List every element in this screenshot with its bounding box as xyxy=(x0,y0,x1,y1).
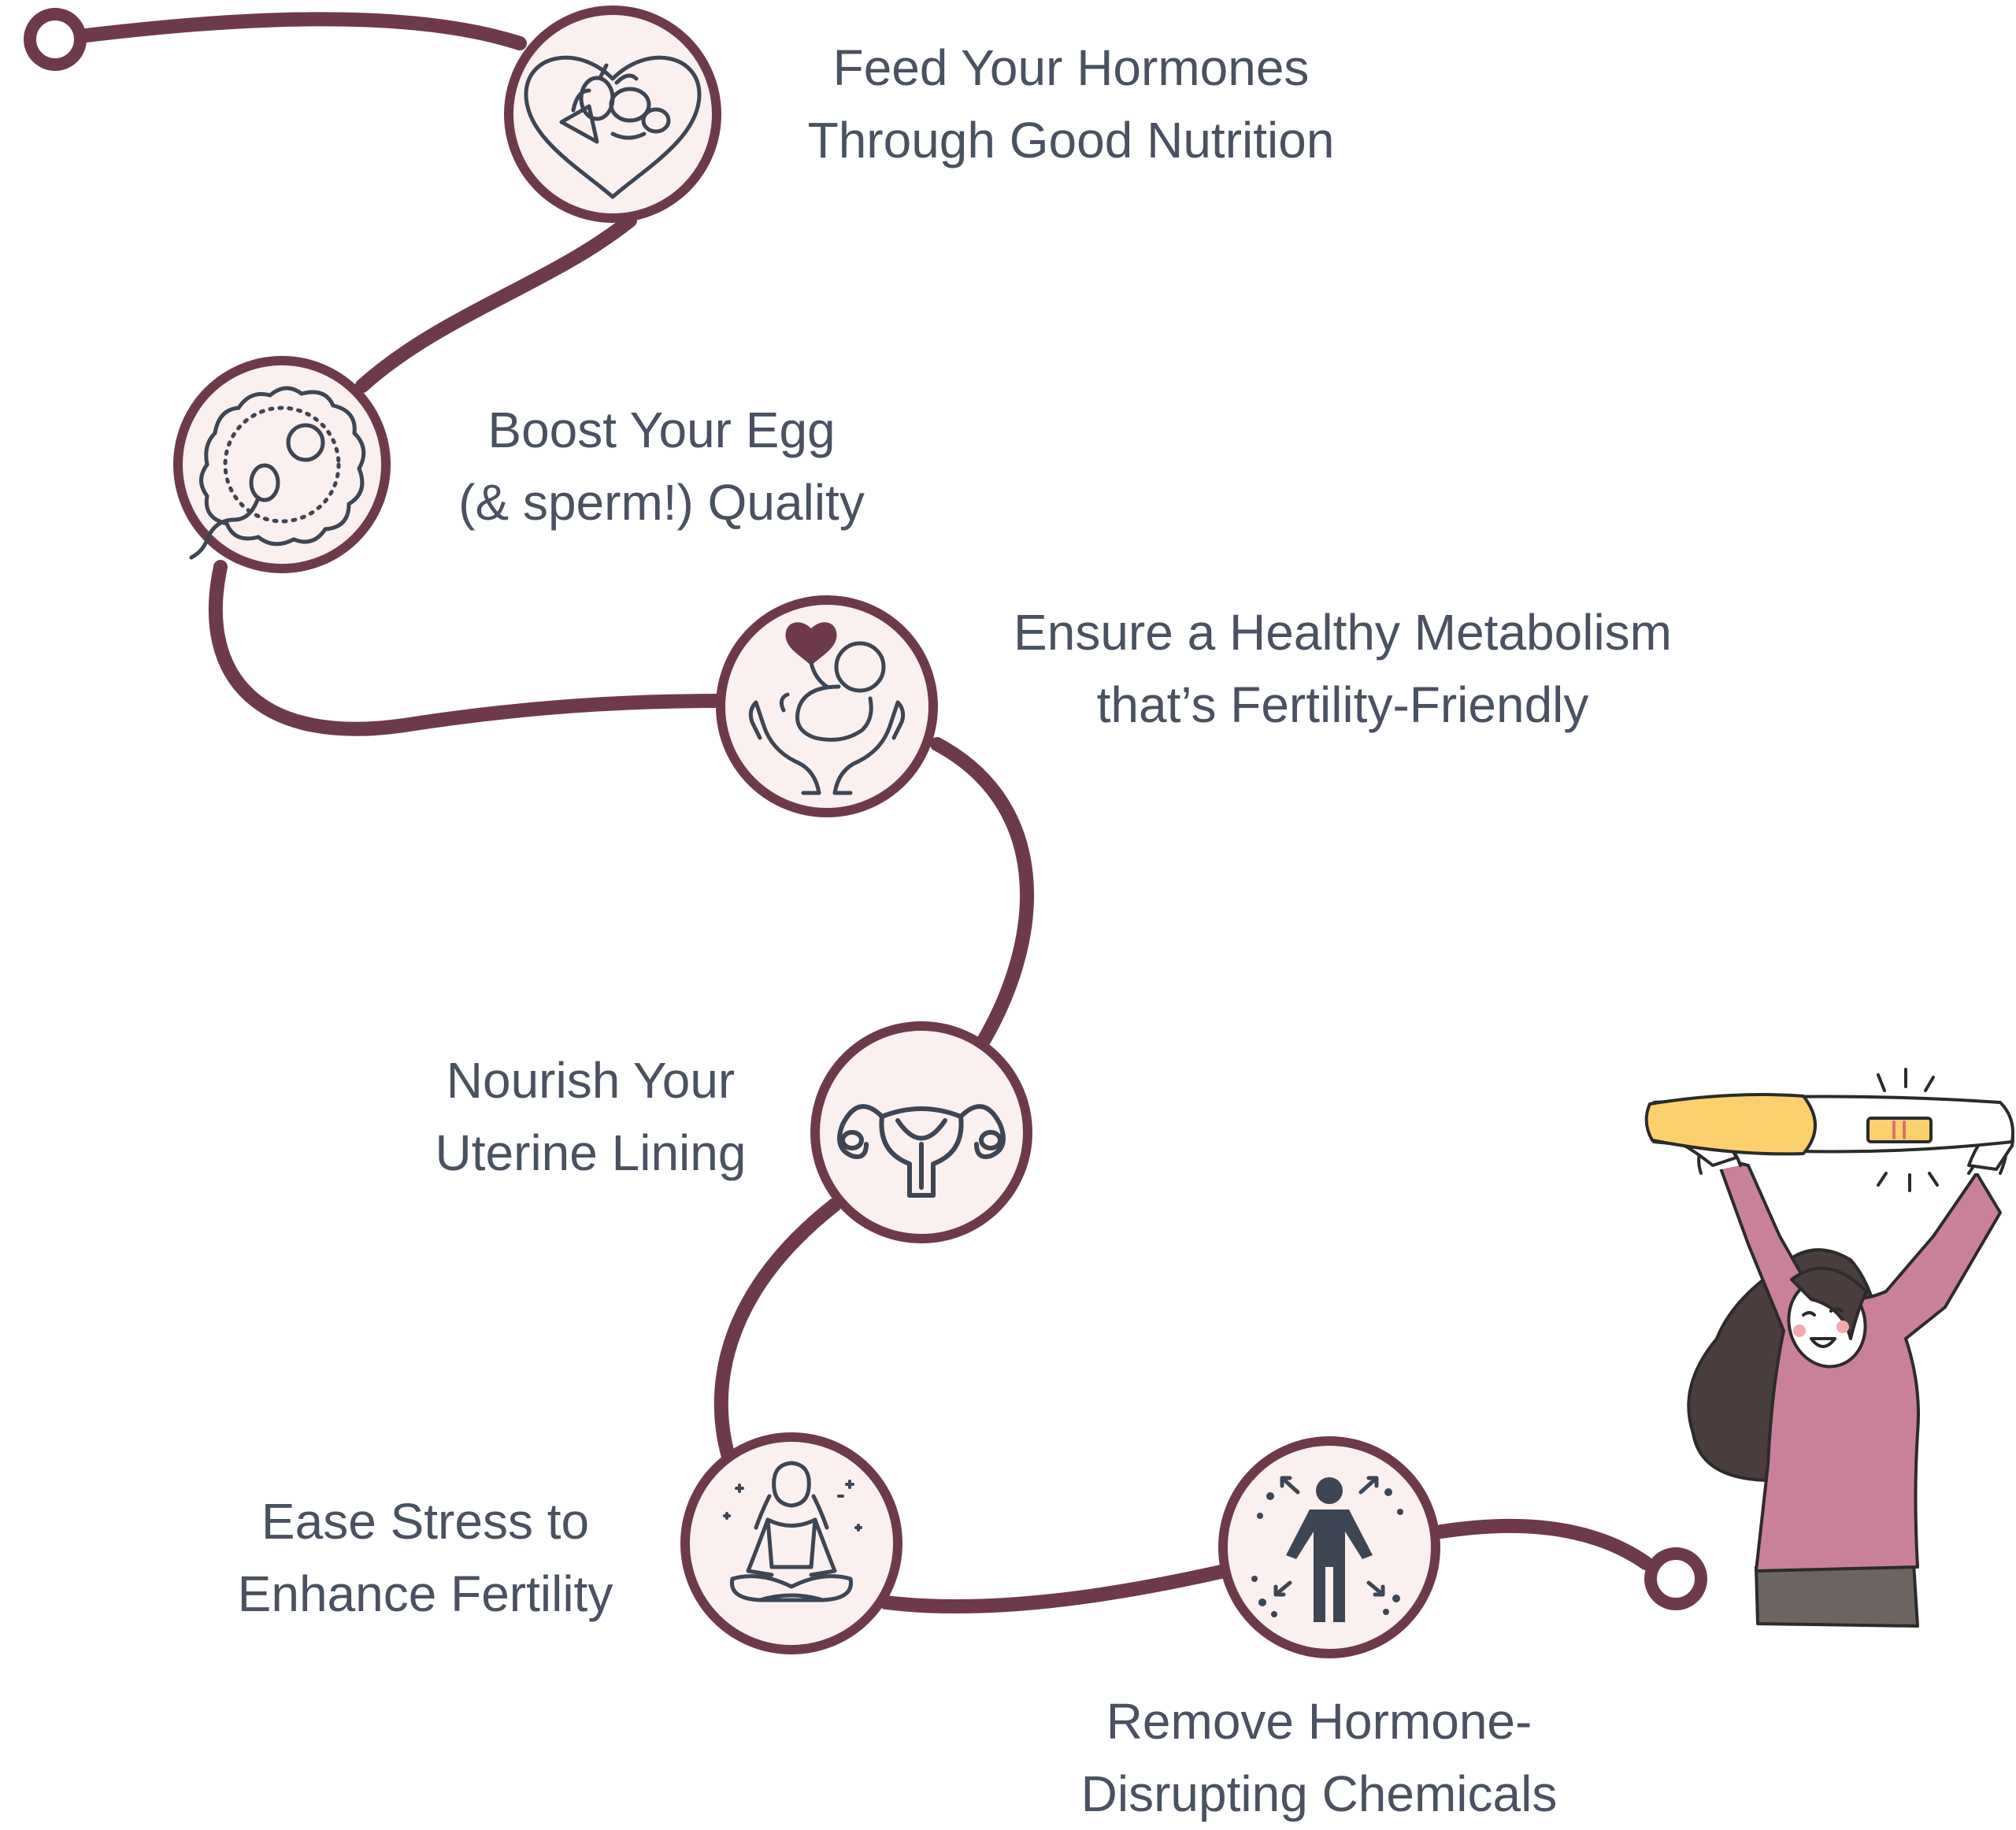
step-4-label-line1: Nourish Your xyxy=(446,1052,736,1109)
step-1-label-line2: Through Good Nutrition xyxy=(807,112,1335,169)
meditation-icon xyxy=(723,1461,862,1602)
step-6-label: Remove Hormone- Disrupting Chemicals xyxy=(1016,1685,1622,1830)
step-6-node xyxy=(1218,1436,1440,1658)
uterus-icon xyxy=(837,1104,1006,1198)
step-2-node xyxy=(173,356,391,573)
roadmap-path xyxy=(48,12,1653,1614)
step-1-label: Feed Your Hormones Through Good Nutritio… xyxy=(756,31,1386,176)
woman-holding-test-illustration xyxy=(1644,1068,2014,1628)
pregnancy-test-window xyxy=(1866,1117,1933,1143)
step-1-label-line1: Feed Your Hormones xyxy=(832,39,1310,96)
step-1-node xyxy=(504,6,721,223)
step-5-label-line1: Ease Stress to xyxy=(261,1493,590,1550)
step-3-node xyxy=(716,595,938,817)
step-4-label: Nourish Your Uterine Lining xyxy=(354,1044,827,1189)
woman-shirt xyxy=(1715,1156,2002,1573)
step-2-label-line1: Boost Your Egg xyxy=(487,402,836,458)
step-6-label-line2: Disrupting Chemicals xyxy=(1080,1765,1558,1822)
woman-smile xyxy=(1810,1337,1836,1348)
step-2-label-line2: (& sperm!) Quality xyxy=(458,474,865,531)
step-3-label-line2: that’s Fertility-Friendly xyxy=(1096,676,1589,733)
step-6-label-line1: Remove Hormone- xyxy=(1106,1693,1532,1750)
step-4-label-line2: Uterine Lining xyxy=(435,1124,747,1181)
nutrition-heart-icon xyxy=(524,55,702,199)
detox-person-icon xyxy=(1251,1476,1403,1622)
step-5-label-line2: Enhance Fertility xyxy=(237,1565,613,1622)
step-3-label-line1: Ensure a Healthy Metabolism xyxy=(1014,604,1672,661)
step-4-node xyxy=(810,1021,1032,1243)
woman-eye xyxy=(1802,1307,1844,1317)
woman-pants xyxy=(1755,1561,1919,1628)
step-5-label: Ease Stress to Enhance Fertility xyxy=(189,1485,662,1630)
baby-hands-icon xyxy=(748,622,906,795)
path-end-marker xyxy=(1644,1547,1707,1610)
egg-sperm-icon xyxy=(189,386,366,560)
path-start-marker xyxy=(24,8,87,71)
pregnancy-test-cap xyxy=(1644,1092,1817,1156)
step-2-label: Boost Your Egg (& sperm!) Quality xyxy=(386,394,937,539)
step-5-node xyxy=(680,1432,902,1654)
step-3-label: Ensure a Healthy Metabolism that’s Ferti… xyxy=(953,596,1732,741)
sparkle-lines xyxy=(1877,1068,1939,1192)
